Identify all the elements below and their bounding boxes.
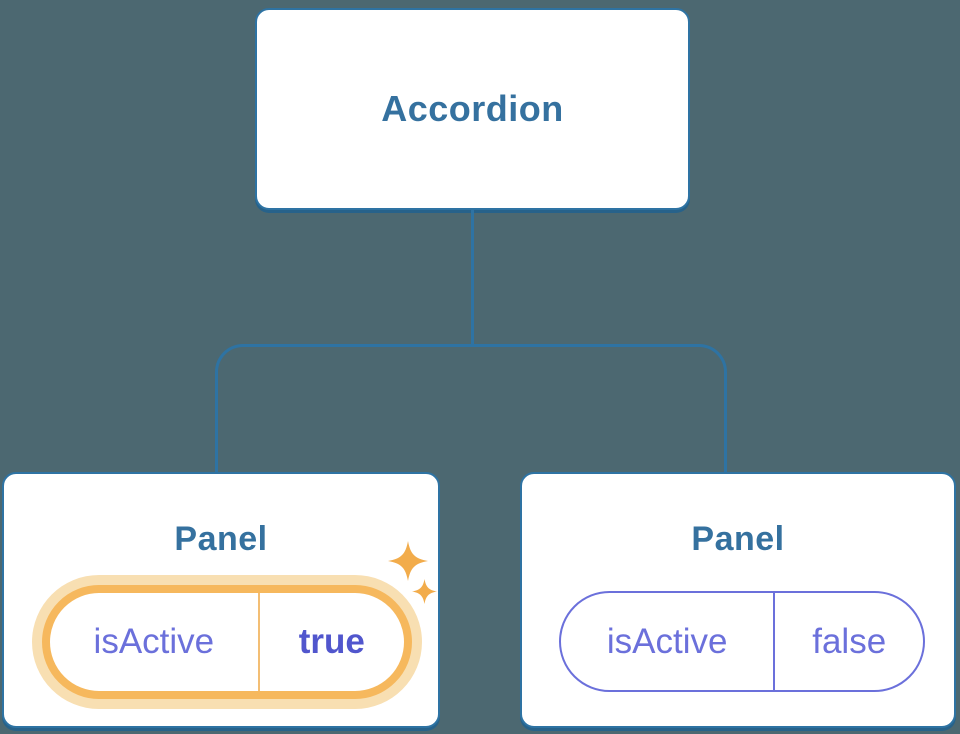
connector-stem xyxy=(471,210,474,346)
panel-node-active: Panel isActive true xyxy=(2,472,440,728)
sparkle-large-icon xyxy=(388,541,428,581)
state-key-label: isActive xyxy=(561,593,776,690)
panel-node-label: Panel xyxy=(691,520,785,558)
state-pill-active: isActive true xyxy=(42,585,412,699)
state-value-label: true xyxy=(298,622,365,661)
accordion-node: Accordion xyxy=(255,8,690,210)
state-value-label: false xyxy=(812,621,887,661)
panel-node-label: Panel xyxy=(174,520,268,558)
panel-node-inactive: Panel isActive false xyxy=(520,472,956,728)
state-pill-inactive: isActive false xyxy=(559,591,925,692)
connector-bracket xyxy=(215,344,727,472)
accordion-node-label: Accordion xyxy=(381,88,564,129)
state-key-label: isActive xyxy=(50,593,260,691)
sparkles-icon xyxy=(388,541,442,609)
sparkle-small-icon xyxy=(412,579,437,604)
